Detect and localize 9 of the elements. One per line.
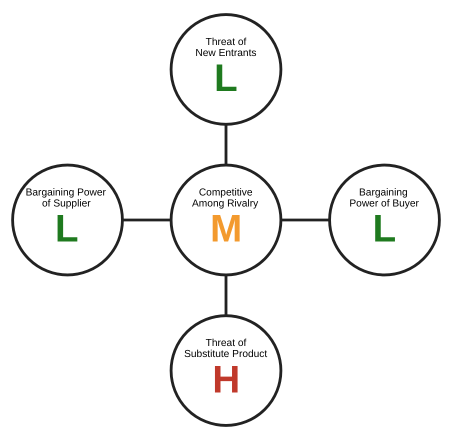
connector <box>281 218 330 221</box>
node-circle: Threat of New Entrants L <box>170 12 282 126</box>
connector <box>224 274 228 315</box>
connector <box>224 124 228 164</box>
node-circle: Threat of Substitute Product H <box>170 314 282 426</box>
connector <box>122 218 172 221</box>
node-circle: Bargaining Power of Supplier L <box>11 163 124 276</box>
node-circle: Competitive Among Rivalry M <box>170 163 282 276</box>
node-circle: Bargaining Power of Buyer L <box>328 163 441 276</box>
